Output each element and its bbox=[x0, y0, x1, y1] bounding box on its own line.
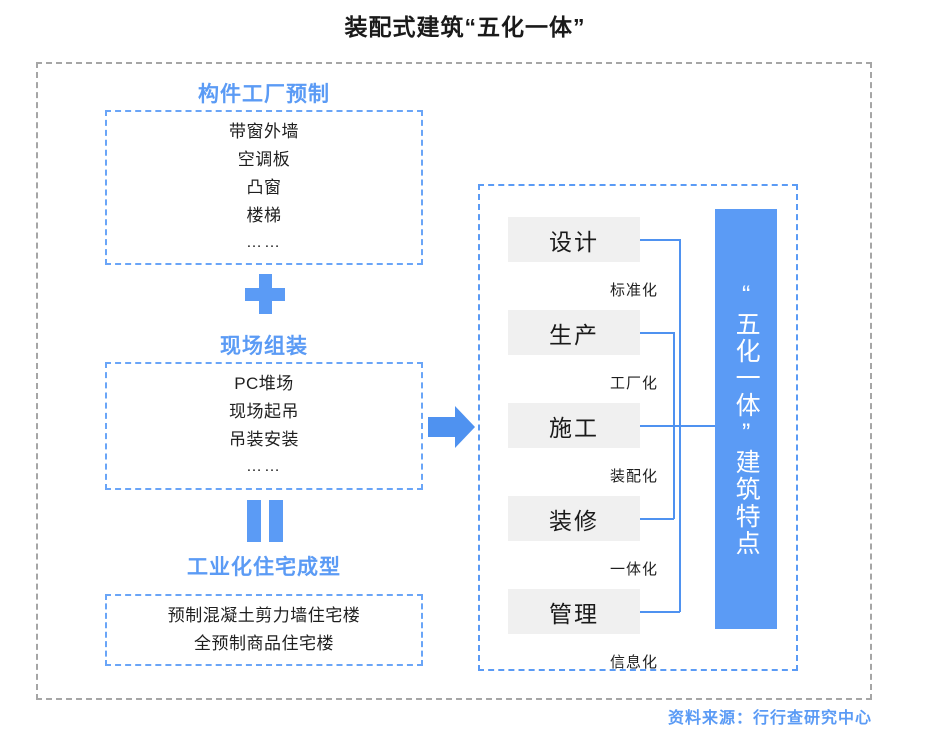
stage-attribute-decoration: 一体化 bbox=[609, 561, 658, 578]
feature-bar-text: “五化一体”建筑特点 bbox=[732, 281, 761, 557]
stage-name: 设计 bbox=[549, 228, 599, 255]
left-group-heading-2: 现场组装 bbox=[220, 335, 308, 358]
five-standardization-panel: 设计 标准化 生产 工厂化 施工 装配化 装修 一体化 管理 信息化 “五化一体… bbox=[478, 184, 798, 671]
list-ellipsis: …… bbox=[246, 458, 282, 475]
page-title: 装配式建筑“五化一体” bbox=[344, 14, 586, 40]
list-item: 楼梯 bbox=[246, 206, 282, 225]
stage-box-decoration[interactable]: 装修 bbox=[508, 496, 640, 541]
source-note: 资料来源：行行查研究中心 bbox=[667, 710, 872, 727]
left-group-box-3: 预制混凝土剪力墙住宅楼 全预制商品住宅楼 bbox=[105, 594, 423, 666]
stage-attribute-management: 信息化 bbox=[609, 654, 658, 671]
list-item: 预制混凝土剪力墙住宅楼 bbox=[167, 606, 361, 625]
list-item: PC堆场 bbox=[234, 374, 294, 393]
list-item: 现场起吊 bbox=[229, 402, 299, 421]
list-item: 带窗外墙 bbox=[229, 122, 299, 141]
left-group-heading-3: 工业化住宅成型 bbox=[187, 556, 341, 579]
list-item: 吊装安装 bbox=[229, 430, 299, 449]
connector-management bbox=[640, 611, 680, 613]
stage-attribute-construction: 装配化 bbox=[609, 468, 658, 485]
list-item: 凸窗 bbox=[246, 178, 282, 197]
flow-arrow-icon bbox=[428, 404, 476, 450]
stage-attribute-production: 工厂化 bbox=[609, 375, 658, 392]
feature-bar: “五化一体”建筑特点 bbox=[715, 209, 777, 629]
plus-operator-icon bbox=[245, 274, 285, 314]
stage-name: 施工 bbox=[549, 414, 599, 441]
stage-name: 管理 bbox=[549, 600, 599, 627]
left-group-box-2: PC堆场 现场起吊 吊装安装 …… bbox=[105, 362, 423, 490]
equals-bar-left bbox=[247, 500, 261, 542]
connector-trunk bbox=[673, 425, 717, 427]
list-ellipsis: …… bbox=[246, 234, 282, 251]
left-group-heading-1: 构件工厂预制 bbox=[198, 83, 330, 106]
connector-design bbox=[640, 239, 680, 241]
stage-box-design[interactable]: 设计 bbox=[508, 217, 640, 262]
list-item: 全预制商品住宅楼 bbox=[194, 634, 334, 653]
stage-box-production[interactable]: 生产 bbox=[508, 310, 640, 355]
left-group-box-1: 带窗外墙 空调板 凸窗 楼梯 …… bbox=[105, 110, 423, 265]
list-item: 空调板 bbox=[237, 150, 291, 169]
equals-operator-icon bbox=[247, 500, 283, 542]
connector-production bbox=[640, 332, 674, 334]
diagram-outer-frame bbox=[36, 62, 872, 700]
stage-box-management[interactable]: 管理 bbox=[508, 589, 640, 634]
stage-name: 生产 bbox=[549, 321, 599, 348]
equals-bar-right bbox=[269, 500, 283, 542]
stage-attribute-design: 标准化 bbox=[609, 282, 658, 299]
connector-construction bbox=[640, 425, 680, 427]
plus-bar-vertical bbox=[259, 274, 272, 314]
stage-box-construction[interactable]: 施工 bbox=[508, 403, 640, 448]
connector-decoration bbox=[640, 518, 674, 520]
stage-name: 装修 bbox=[549, 507, 599, 534]
